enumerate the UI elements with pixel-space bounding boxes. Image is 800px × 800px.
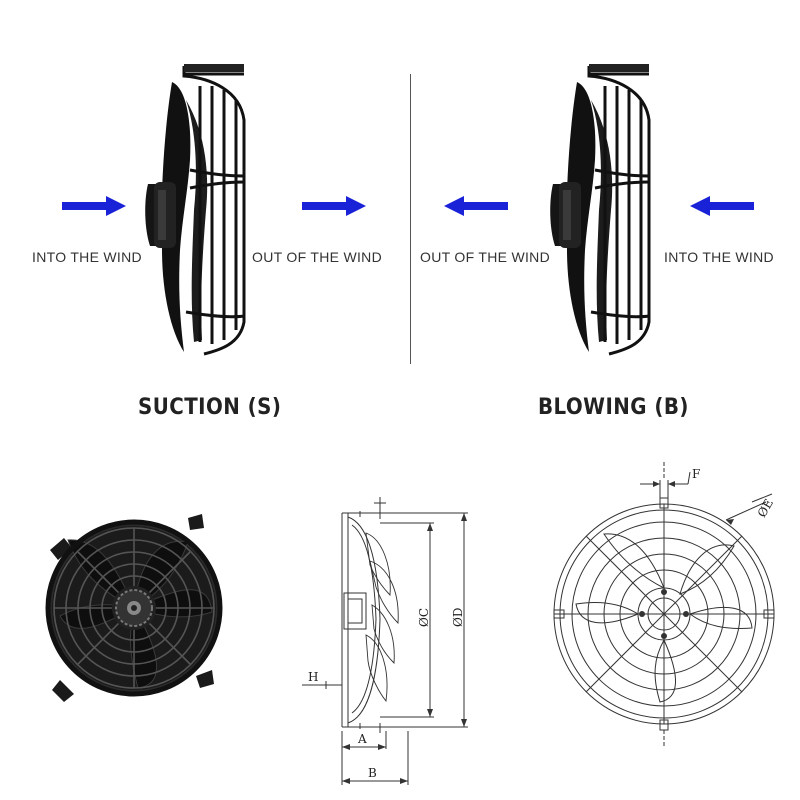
blowing-outflow-arrow <box>444 196 508 216</box>
dim-label-f: F <box>692 467 700 481</box>
blowing-inflow-arrow <box>690 196 754 216</box>
front-dimension-drawing: F ØE <box>553 462 776 748</box>
suction-fan-side-view <box>145 64 246 356</box>
blowing-title: BLOWING (B) <box>538 395 689 420</box>
suction-title: SUCTION (S) <box>138 395 282 420</box>
suction-outflow-arrow <box>302 196 366 216</box>
suction-inflow-arrow <box>62 196 126 216</box>
dim-label-c: ØC <box>417 608 431 627</box>
panel-divider <box>410 74 411 364</box>
side-dimension-drawing: ØC ØD H A B <box>302 497 468 785</box>
blowing-into-wind-label: INTO THE WIND <box>664 249 774 265</box>
suction-into-wind-label: INTO THE WIND <box>32 249 142 265</box>
blowing-fan-side-view <box>550 64 651 356</box>
dim-label-b: B <box>368 766 377 780</box>
dim-label-d: ØD <box>451 608 465 627</box>
dim-label-h: H <box>308 670 318 684</box>
fan-product-photo <box>45 514 223 702</box>
suction-out-wind-label: OUT OF THE WIND <box>252 249 382 265</box>
blowing-out-wind-label: OUT OF THE WIND <box>420 249 550 265</box>
dim-label-a: A <box>357 732 367 746</box>
